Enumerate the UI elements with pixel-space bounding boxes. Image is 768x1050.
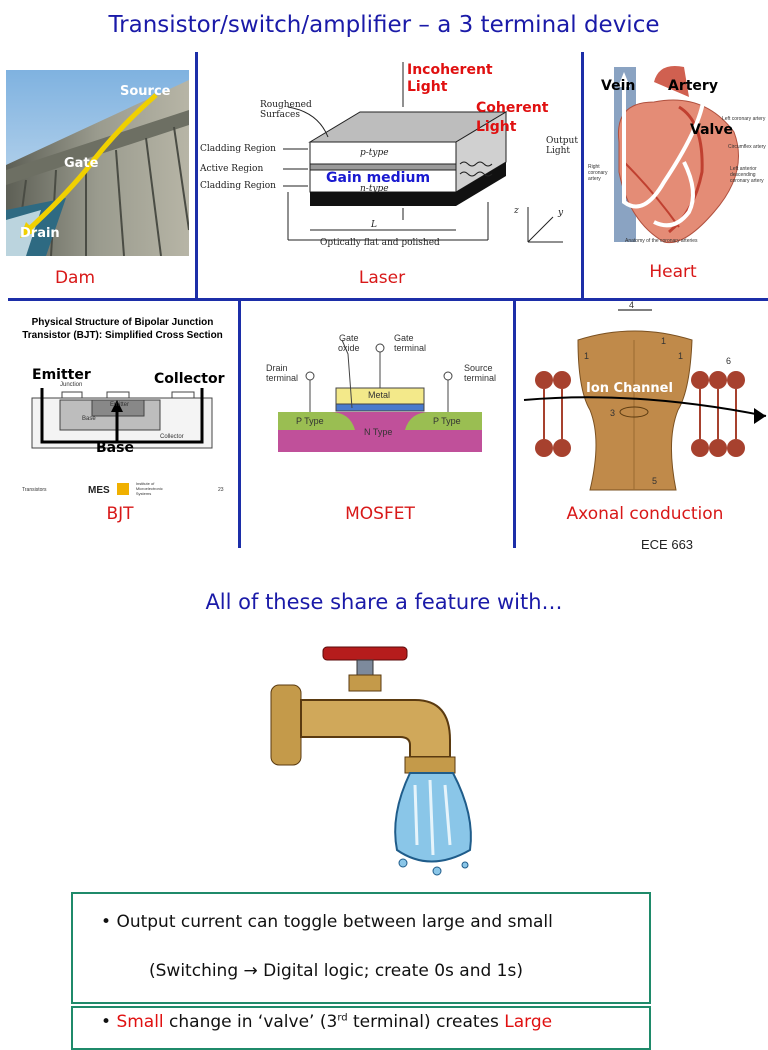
bjt-footer-right: 23 (218, 487, 224, 493)
axon-num: 3 (610, 408, 616, 418)
dam-source-label: Source (120, 84, 171, 99)
laser-active-label: Active Region (200, 164, 264, 174)
mosfet-ptype-left: P Type (296, 416, 324, 426)
heart-note: Right coronary artery (588, 164, 608, 182)
heart-note: Left anterior descending coronary artery (730, 166, 764, 184)
faucet-illustration (265, 645, 485, 880)
heart-panel (584, 52, 768, 257)
laser-ntype-label: n-type (360, 184, 389, 194)
mosfet-ptype-right: P Type (433, 416, 461, 426)
dam-caption: Dam (54, 268, 96, 288)
mosfet-ntype-label: N Type (364, 427, 393, 437)
laser-cladding2-label: Cladding Region (200, 181, 276, 191)
axon-num: 1 (661, 336, 667, 346)
laser-cladding1-label: Cladding Region (200, 144, 276, 154)
bjt-emitter-label: Emitter (32, 367, 91, 383)
axon-num: 1 (584, 351, 590, 361)
divider (8, 298, 768, 301)
laser-caption: Laser (358, 268, 406, 288)
bjt-inner-base: Base (82, 416, 96, 422)
dam-drain-label: Drain (20, 226, 60, 241)
heart-valve-label: Valve (690, 122, 733, 138)
axon-ion-label: Ion Channel (586, 381, 673, 396)
mosfet-panel (270, 330, 490, 460)
bjt-cross-section (22, 378, 222, 460)
laser-z-label: z (514, 206, 519, 216)
feature-line-2: (Switching → Digital logic; create 0s an… (149, 961, 523, 981)
course-label: ECE 663 (641, 537, 694, 552)
axon-num: 1 (678, 351, 684, 361)
mosfet-metal-label: Metal (368, 390, 391, 400)
laser-L-label: L (371, 220, 377, 230)
axon-panel (516, 300, 768, 500)
heart-note: Circumflex artery (728, 144, 766, 150)
feature-line-1: • Output current can toggle between larg… (101, 912, 553, 932)
laser-ptype-label: p-type (360, 148, 389, 158)
heart-artery-label: Artery (668, 78, 718, 94)
feature-box-1: • Output current can toggle between larg… (71, 892, 651, 1004)
axon-num: 6 (726, 356, 732, 366)
laser-y-label: y (558, 208, 564, 218)
divider (513, 300, 516, 548)
feature-line-3: • Small change in ‘valve’ (3rd terminal)… (101, 1012, 553, 1032)
dam-photo (6, 70, 190, 257)
heart-vein-label: Vein (601, 78, 636, 94)
heart-caption: Heart (649, 262, 697, 282)
bjt-collector-label: Collector (154, 371, 225, 387)
mosfet-caption: MOSFET (345, 504, 415, 524)
laser-flat-label: Optically flat and polished (320, 238, 440, 248)
heart-note: Left coronary artery (722, 116, 766, 122)
bjt-inner-emitter: Emitter (110, 402, 130, 408)
bjt-base-label: Base (96, 440, 134, 456)
feature-box-2: • Small change in ‘valve’ (3rd terminal)… (71, 1006, 651, 1050)
dam-panel (6, 70, 190, 257)
bjt-inner-collector: Collector (160, 434, 184, 440)
bjt-inner-junction: Junction (60, 382, 83, 388)
heart-footer: Anatomy of the coronary arteries (625, 238, 698, 244)
axon-num: 5 (652, 476, 658, 486)
divider (581, 52, 584, 298)
divider (238, 300, 241, 548)
divider (195, 52, 198, 298)
bjt-footer-left: Transistors (22, 487, 47, 493)
laser-diagram (283, 62, 563, 243)
axon-caption: Axonal conduction (566, 504, 724, 524)
laser-panel (198, 52, 580, 297)
subtitle: All of these share a feature with… (205, 590, 563, 614)
heart-illustration (614, 66, 739, 244)
mosfet-diagram (278, 339, 482, 452)
laser-gain-label: Gain medium (326, 170, 431, 186)
dam-gate-label: Gate (64, 156, 99, 171)
bjt-caption: BJT (106, 504, 134, 524)
ion-channel-diagram (523, 309, 767, 491)
axon-num: 4 (629, 300, 635, 310)
page-title: Transistor/switch/amplifier – a 3 termin… (108, 12, 660, 38)
